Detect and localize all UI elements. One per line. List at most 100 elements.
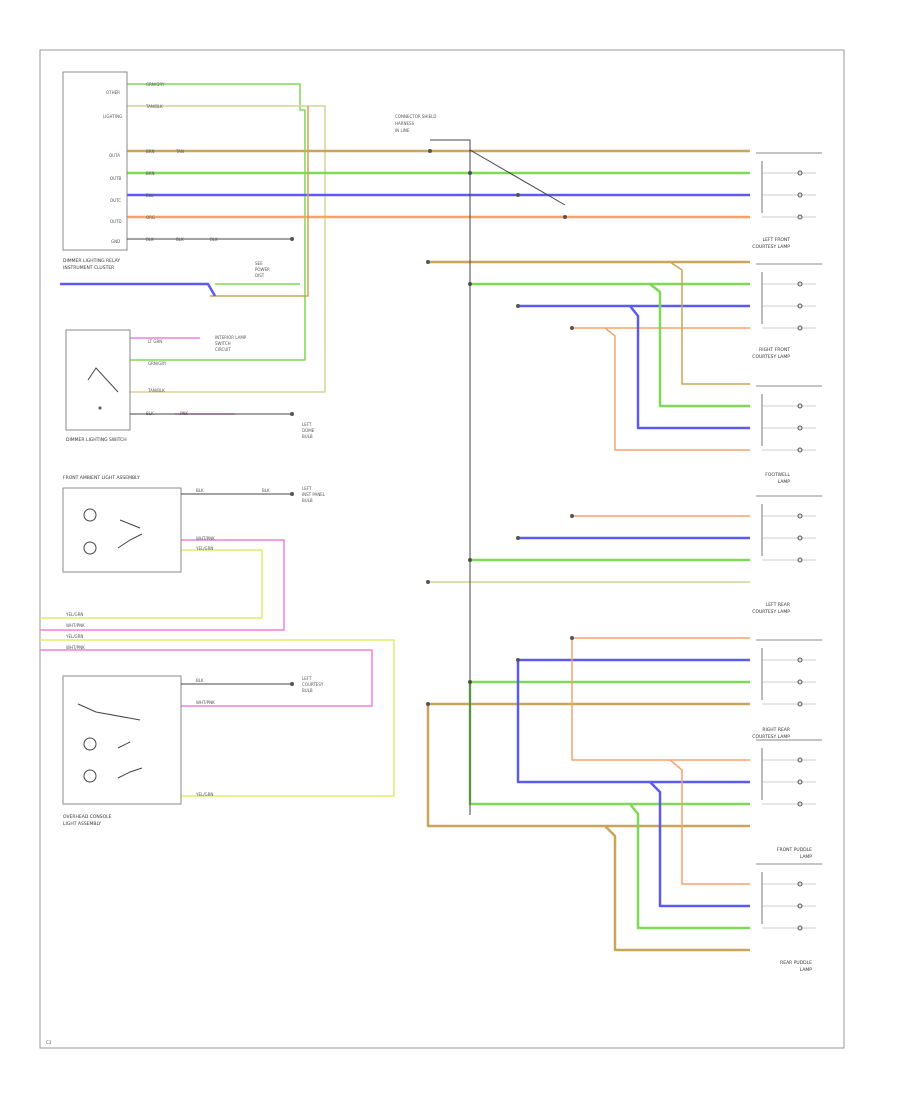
splice-dot-2 (516, 304, 520, 308)
splice-dot-7 (426, 580, 430, 584)
rear-puddle-lamp (756, 863, 822, 931)
left-inst-panel-note-2: INST PANEL (302, 492, 326, 497)
splice-dot-13 (563, 215, 567, 219)
splice-dot-11 (426, 702, 430, 706)
wire-blue-rr (516, 660, 750, 784)
interior-lamp-note-3: CIRCUIT (215, 347, 231, 352)
diagram-frame (39, 49, 845, 1049)
interior-lamp-note: INTERIOR LAMP (215, 335, 247, 340)
fuse-note-3: DIST (255, 273, 265, 278)
left-front-courtesy-label-2: COURTESY LAMP (752, 244, 790, 250)
overhead-label: OVERHEAD CONSOLE (63, 814, 112, 820)
wire-blue-fp (649, 781, 750, 908)
left-front-courtesy-lamp (756, 152, 822, 220)
left-courtesy-bulb-note: LEFT (302, 676, 312, 681)
svg-text:TAN: TAN (175, 149, 184, 154)
dimmer-switch-label: DIMMER LIGHTING SWITCH (66, 437, 127, 443)
svg-text:BRN: BRN (146, 149, 155, 154)
front-puddle-label: FRONT PUDDLE (777, 847, 812, 853)
svg-text:BRN: BRN (146, 171, 155, 176)
wire-tan-fp (604, 825, 750, 952)
svg-text:BLK: BLK (196, 488, 204, 493)
left-courtesy-bulb-note-3: BULB (302, 688, 313, 693)
footwell-label: FOOTWELL (765, 472, 790, 478)
left-rear-courtesy-lamp (756, 495, 822, 563)
front-amb-label: FRONT AMBIENT LIGHT ASSEMBLY (63, 475, 140, 481)
svg-text:OUTB: OUTB (110, 176, 122, 181)
svg-text:OTHER: OTHER (106, 90, 120, 95)
front-puddle-label-2: LAMP (800, 854, 813, 860)
dimmer-relay-label: DIMMER LIGHTING RELAY (63, 258, 120, 264)
svg-text:TAN/BLK: TAN/BLK (147, 388, 165, 393)
wire-tan-drop (210, 106, 309, 297)
left-inst-panel-note: LEFT (302, 486, 312, 491)
svg-text:TAN/BLK: TAN/BLK (145, 104, 163, 109)
left-dome-note-2: DOME (302, 428, 315, 433)
footwell-lamp (756, 385, 822, 453)
svg-text:YEL/GRN: YEL/GRN (195, 546, 213, 551)
fuse-note-2: POWER (255, 267, 270, 272)
svg-text:YEL/GRN: YEL/GRN (65, 634, 83, 639)
footer-code: C3 (46, 1040, 52, 1045)
wire-orange-rr (571, 638, 750, 761)
wire-green-fp (629, 803, 750, 930)
svg-text:ORG: ORG (146, 215, 155, 220)
dimmer-switch-box (65, 329, 131, 431)
front-puddle-lamp (756, 739, 822, 807)
svg-text:OUTA: OUTA (109, 153, 120, 158)
left-dome-note-3: BULB (302, 434, 313, 439)
wire-pink-amb (40, 539, 285, 631)
wire-blue-rf (629, 305, 750, 430)
splice-dot-8 (570, 636, 574, 640)
wire-tan-rf (669, 261, 750, 385)
wire-green-rf (649, 283, 750, 408)
wire-pink-oh (40, 649, 373, 707)
right-front-courtesy-label-2: COURTESY LAMP (752, 354, 790, 360)
front-amb-box (62, 487, 182, 573)
connector-note-3: IN LINE (395, 128, 410, 133)
svg-text:GRN/GRY: GRN/GRY (148, 361, 167, 366)
lamp-labels: LEFT FRONT COURTESY LAMP RIGHT FRONT COU… (752, 237, 812, 973)
splice-dot-9 (516, 658, 520, 662)
connector-note: CONNECTOR SHIELD (395, 114, 436, 119)
wire-lime-oh (40, 639, 395, 797)
wire-green-rr (468, 682, 750, 806)
svg-text:BLU: BLU (146, 193, 154, 198)
svg-text:BLK: BLK (262, 488, 270, 493)
splice-dot-4 (570, 514, 574, 518)
wire-tan-rr (426, 704, 750, 828)
wire-tan-top (127, 105, 326, 393)
left-rear-courtesy-label-2: COURTESY LAMP (752, 609, 790, 615)
svg-text:LIGHTING: LIGHTING (103, 114, 122, 119)
svg-text:WHT/PNK: WHT/PNK (196, 536, 215, 541)
overhead-box (62, 675, 182, 805)
splice-dot-15 (428, 149, 432, 153)
right-rear-courtesy-label-2: COURTESY LAMP (752, 734, 790, 740)
svg-text:BLK: BLK (196, 678, 204, 683)
overhead-label-2: LIGHT ASSEMBLY (63, 821, 101, 827)
right-front-courtesy-label: RIGHT FRONT (759, 347, 790, 353)
splice-dot-0 (426, 260, 430, 264)
connector-note-2: HARNESS (395, 121, 415, 126)
left-dome-note: LEFT (302, 422, 312, 427)
right-front-courtesy-lamp (756, 263, 822, 331)
svg-text:WHT/PNK: WHT/PNK (66, 623, 85, 628)
splice-dot-3 (570, 326, 574, 330)
rear-puddle-label-2: LAMP (800, 967, 813, 973)
left-inst-panel-note-3: BULB (302, 498, 313, 503)
svg-text:LT GRN: LT GRN (148, 339, 162, 344)
footwell-label-2: LAMP (778, 479, 791, 485)
svg-text:WHT/PNK: WHT/PNK (66, 645, 85, 650)
left-courtesy-bulb-note-2: COURTESY (302, 682, 324, 687)
right-rear-courtesy-label: RIGHT REAR (762, 727, 790, 733)
splice-dot-5 (516, 536, 520, 540)
right-rear-courtesy-lamp (756, 639, 822, 707)
dimmer-relay-label-2: INSTRUMENT CLUSTER (63, 265, 114, 271)
svg-text:YEL/GRN: YEL/GRN (65, 612, 83, 617)
dimmer-relay-pins: OTHER LIGHTING OUTA OUTB OUTC OUTD GND (103, 90, 122, 244)
svg-text:WHT/PNK: WHT/PNK (196, 700, 215, 705)
wire-green-top (127, 83, 306, 361)
rear-puddle-label: REAR PUDDLE (780, 960, 812, 966)
svg-text:GND: GND (111, 239, 120, 244)
